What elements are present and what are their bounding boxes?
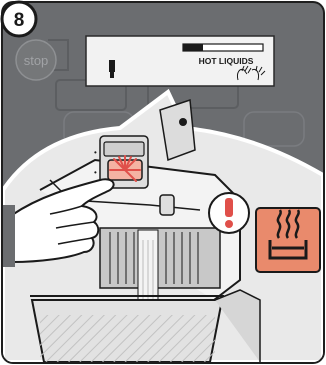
hot-liquid-warning-icon: [256, 208, 320, 272]
highlighted-button[interactable]: [108, 156, 142, 181]
exclamation-warning-icon: [209, 193, 249, 233]
step-number: 8: [14, 10, 25, 31]
lcd-display: HOT LIQUIDS: [86, 36, 274, 86]
step-number-badge: 8: [2, 2, 36, 36]
display-title: HOT LIQUIDS: [199, 56, 254, 66]
stop-label: stop: [24, 53, 49, 68]
svg-text:•: •: [94, 148, 97, 157]
svg-text:•: •: [94, 168, 97, 177]
stop-button[interactable]: stop: [16, 40, 56, 80]
heat-progress-fill: [183, 44, 203, 51]
